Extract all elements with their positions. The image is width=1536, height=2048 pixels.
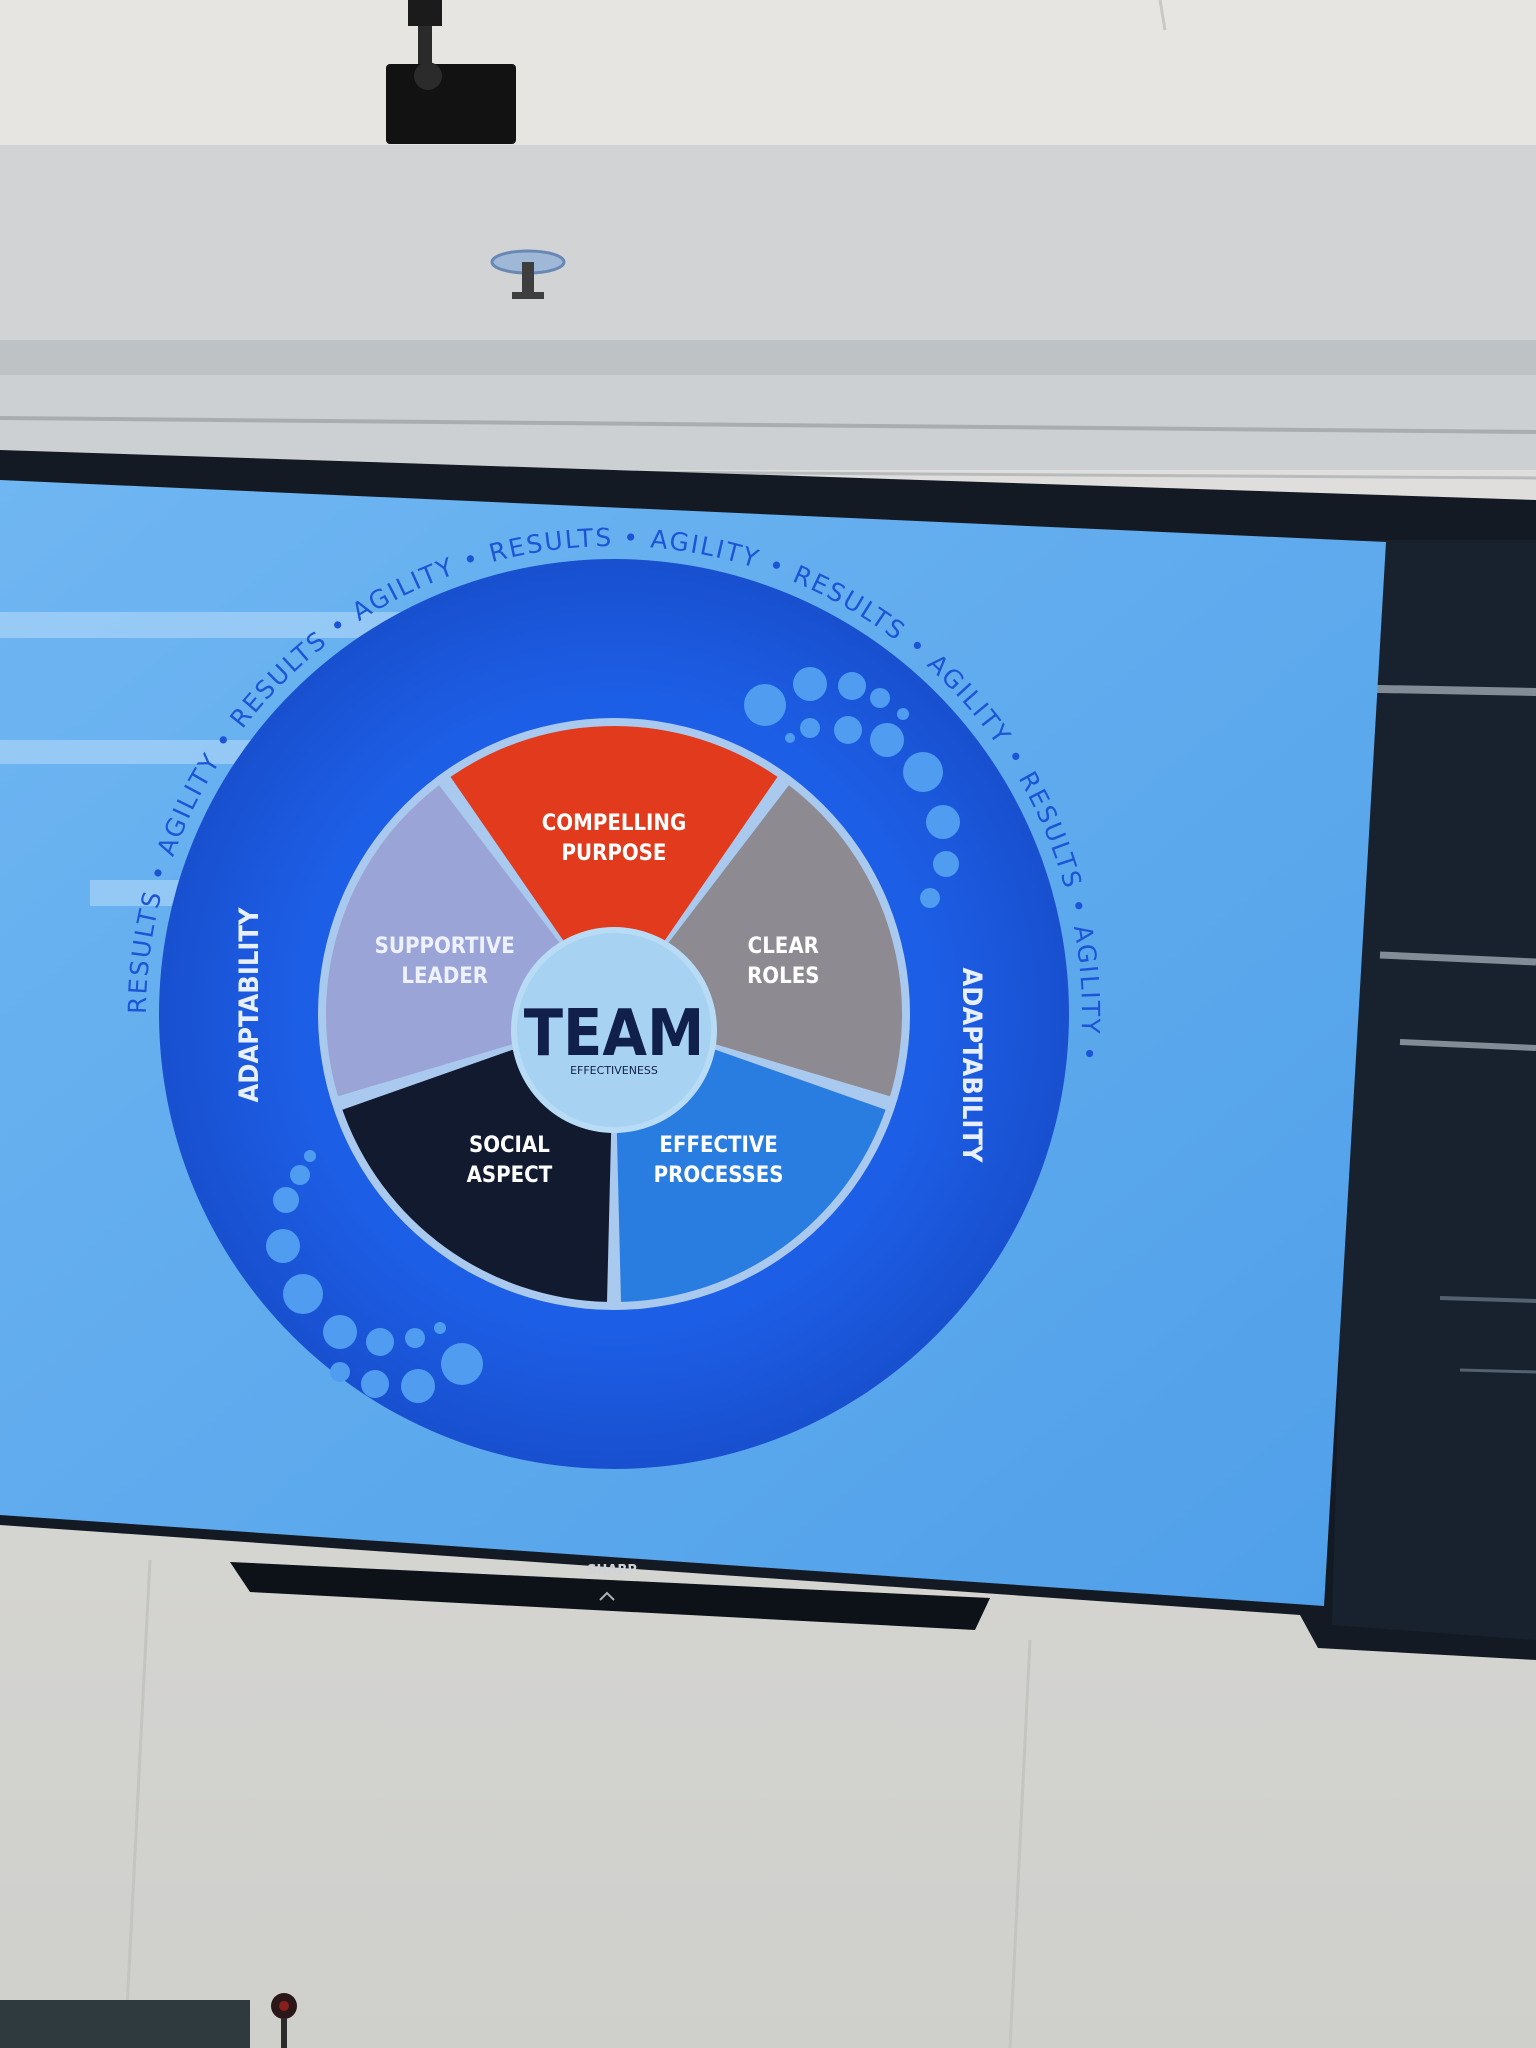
segment-label-line: SOCIAL: [469, 1133, 550, 1158]
center-title: TEAM: [524, 997, 705, 1071]
center-subtitle: EFFECTIVENESS: [570, 1064, 658, 1077]
ceiling-camera-icon: [386, 0, 516, 144]
segment-label-line: COMPELLING: [542, 811, 686, 836]
segments-group: COMPELLING PURPOSE CLEAR ROLES EFFECTIVE PROC…: [325, 725, 903, 1302]
microphone-icon: [271, 1993, 297, 2048]
slide: RESULTS • AGILITY • RESULTS • AGILITY • …: [0, 480, 1386, 1606]
band-label-left: ADAPTABILITY: [234, 907, 265, 1102]
segment-label-line: ASPECT: [467, 1163, 553, 1188]
segment-label-line: LEADER: [401, 964, 488, 989]
segment-label-line: PROCESSES: [654, 1163, 784, 1188]
monitor-brand: SHARP: [587, 1563, 637, 1578]
center-hub: [511, 927, 717, 1133]
segment-label-line: SUPPORTIVE: [375, 934, 515, 959]
segment-label-line: CLEAR: [748, 934, 819, 959]
sprinkler-icon: [490, 249, 566, 299]
segment-compelling-purpose: [450, 725, 778, 1014]
segment-label-line: PURPOSE: [562, 841, 667, 866]
decorative-dots-bottom-left: [266, 1150, 483, 1403]
band-label-right: ADAPTABILITY: [956, 967, 987, 1162]
segment-label-line: ROLES: [747, 964, 819, 989]
segment-label-line: EFFECTIVE: [659, 1133, 777, 1158]
decorative-dots-top-right: [744, 667, 960, 908]
desk-edge: [0, 2000, 250, 2048]
